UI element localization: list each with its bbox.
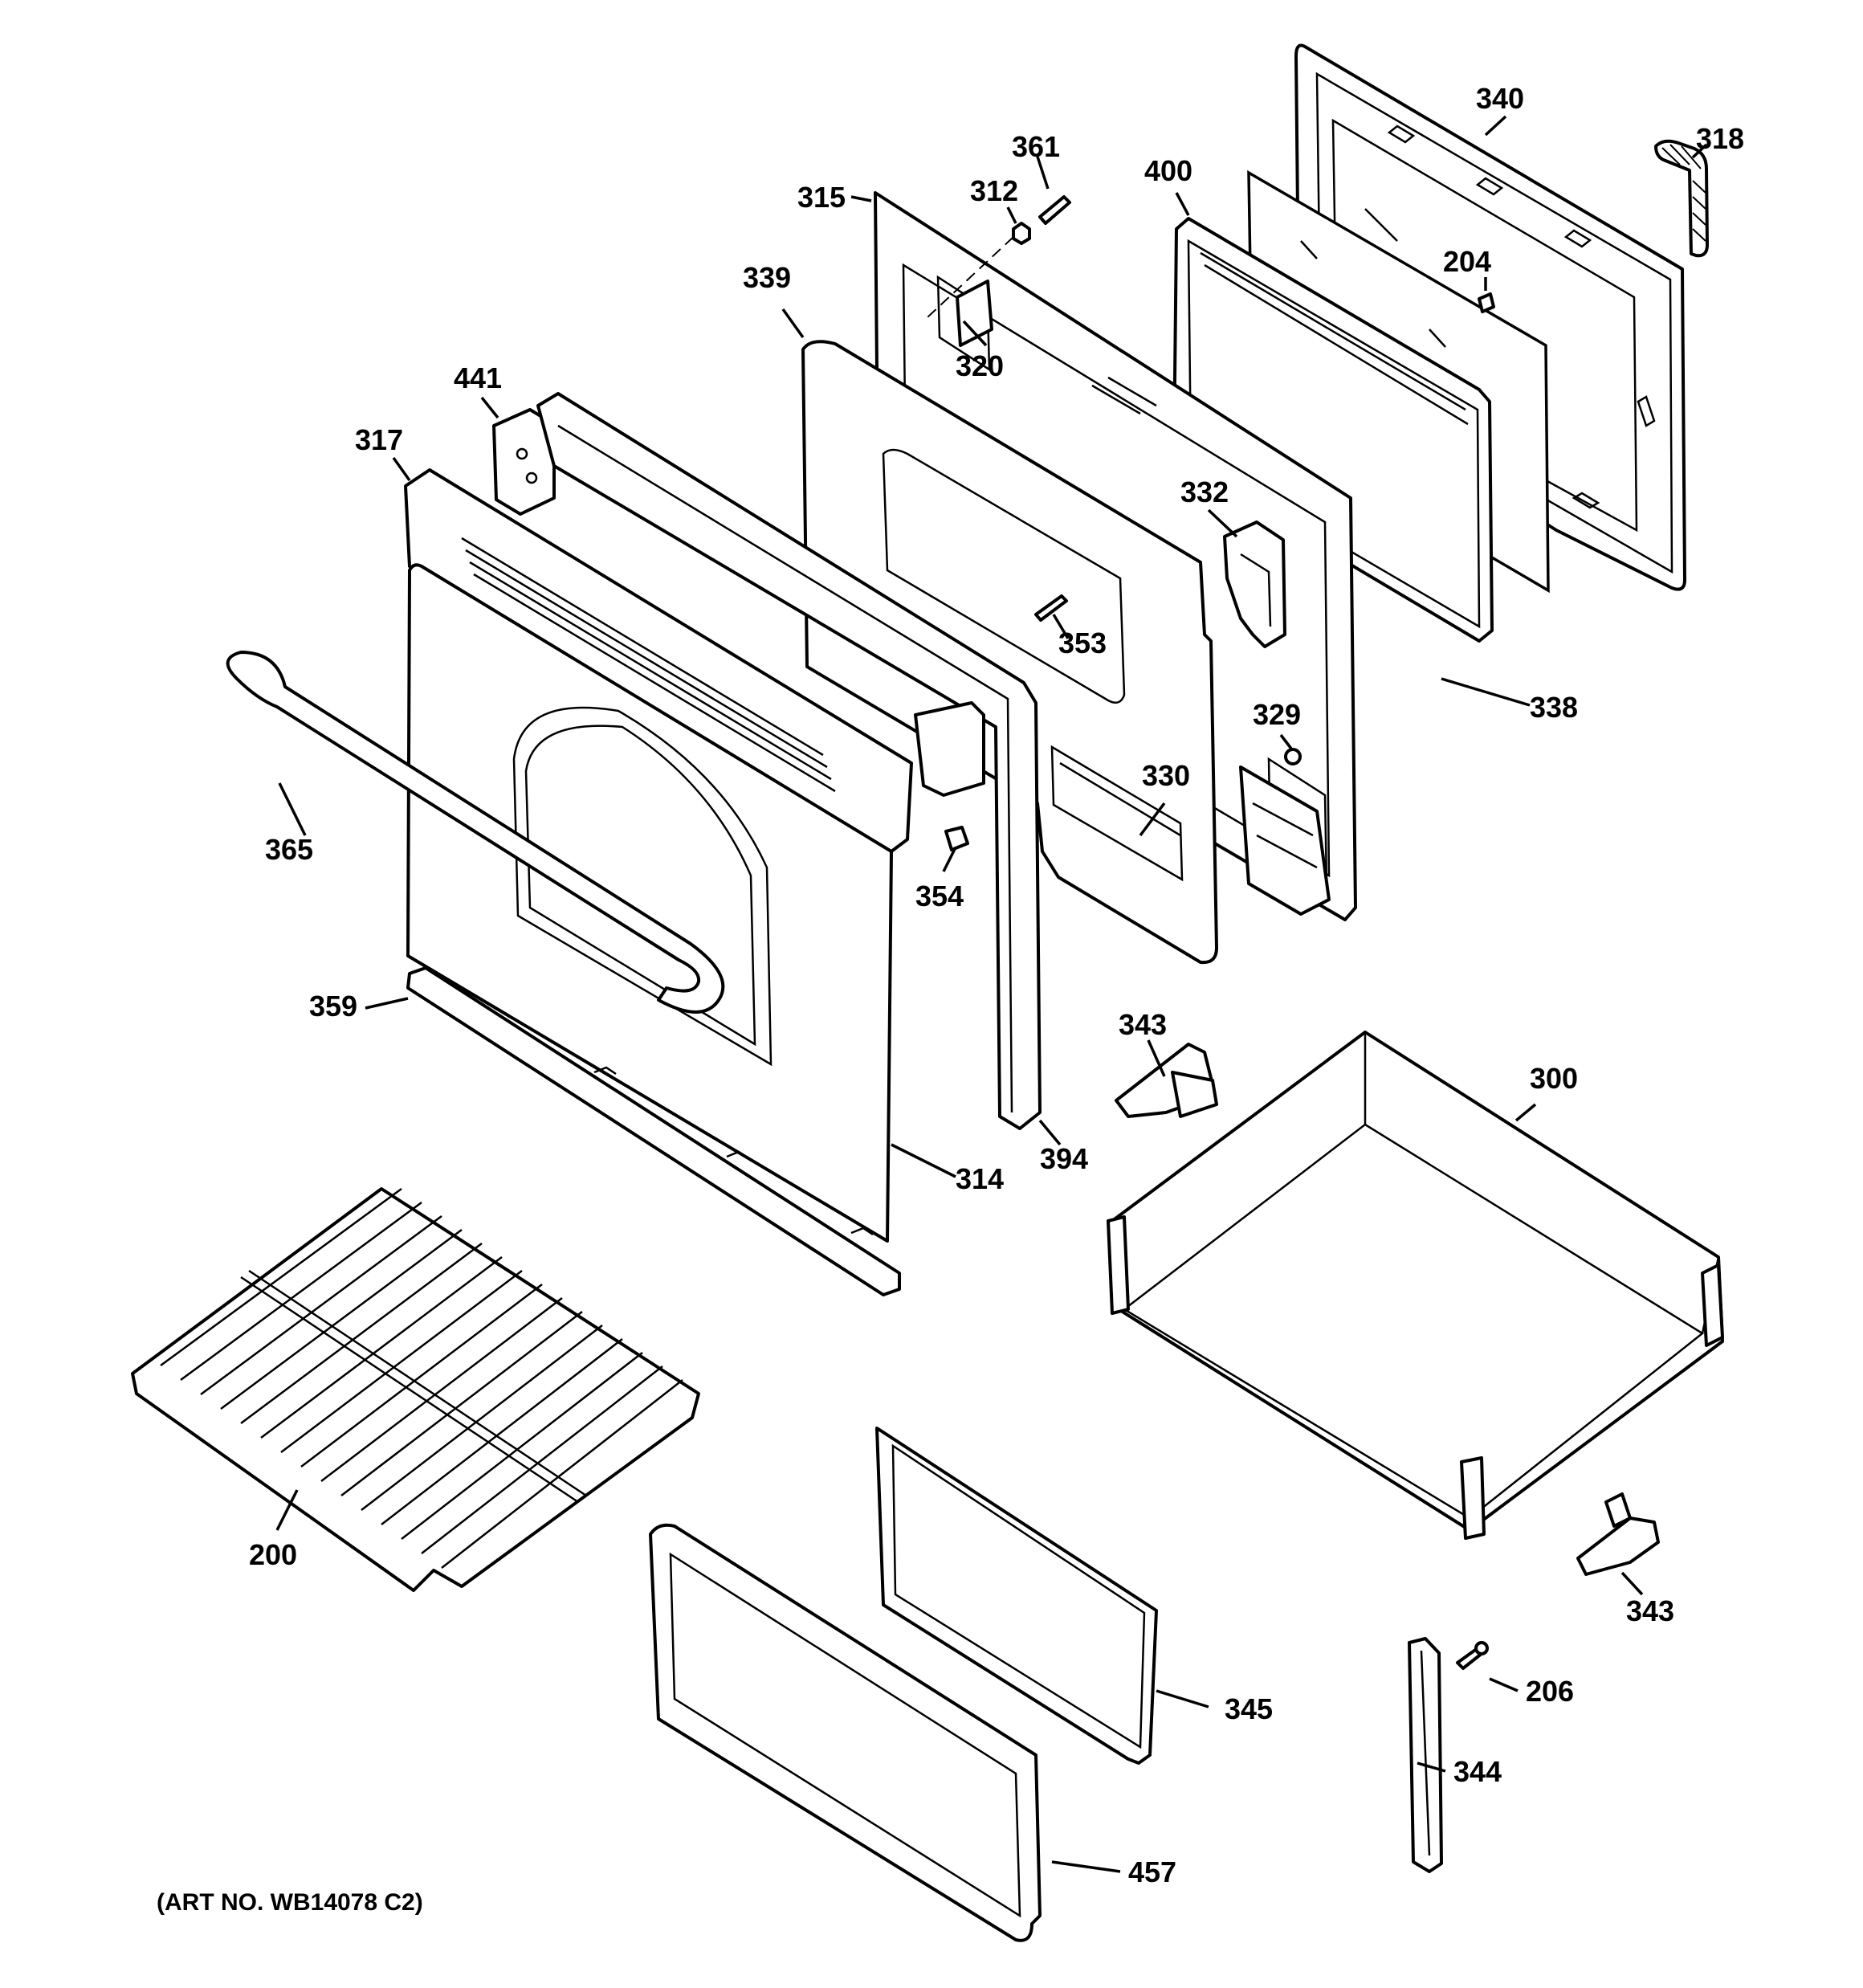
part-332-bracket	[1223, 520, 1286, 648]
part-457-drawer-front	[649, 1523, 1042, 1942]
label-344: 344	[1453, 1755, 1502, 1788]
part-339-door-panel	[801, 340, 1218, 965]
part-labels: 340 318 361 400 315 312 204 339 320 441 …	[157, 82, 1744, 1916]
label-353: 353	[1058, 627, 1107, 659]
label-332: 332	[1180, 476, 1229, 508]
part-441-hinge-bracket	[492, 408, 556, 516]
art-number: (ART NO. WB14078 C2)	[157, 1889, 423, 1916]
part-394-door-side-trim	[536, 392, 1042, 1130]
label-320: 320	[956, 349, 1004, 382]
label-354: 354	[915, 880, 964, 912]
part-344-slide-rail	[1408, 1637, 1443, 1873]
label-330: 330	[1142, 759, 1190, 792]
part-317-vent-trim	[404, 468, 913, 853]
label-457: 457	[1128, 1855, 1176, 1888]
label-318: 318	[1696, 122, 1744, 155]
label-361: 361	[1012, 130, 1060, 163]
label-300: 300	[1530, 1062, 1578, 1095]
label-314: 314	[956, 1162, 1004, 1195]
label-315: 315	[797, 181, 846, 214]
part-365-door-handle	[226, 651, 725, 1014]
part-345-drawer-inner-panel	[875, 1427, 1158, 1765]
part-329-lower-hinge	[1239, 765, 1331, 916]
label-340: 340	[1476, 82, 1524, 115]
label-345: 345	[1225, 1692, 1273, 1725]
part-318-gasket	[1654, 139, 1709, 258]
small-screws	[944, 292, 1495, 851]
label-400: 400	[1144, 154, 1192, 187]
label-200: 200	[249, 1538, 297, 1571]
label-343-lower: 343	[1626, 1594, 1674, 1627]
part-359-door-bottom-trim	[406, 966, 901, 1296]
label-339: 339	[743, 261, 791, 294]
label-441: 441	[454, 361, 502, 394]
label-338: 338	[1530, 691, 1578, 724]
label-317: 317	[355, 423, 403, 456]
label-343-upper: 343	[1119, 1008, 1167, 1041]
part-312-361-fasteners	[927, 195, 1071, 347]
label-329: 329	[1253, 698, 1301, 731]
part-206-screw	[1456, 1641, 1489, 1670]
label-204: 204	[1443, 245, 1491, 278]
leader-lines	[275, 115, 1708, 1873]
label-394: 394	[1040, 1142, 1088, 1175]
part-330-vent-panel	[1059, 761, 1181, 837]
part-343-drawer-slide-upper	[1115, 1043, 1218, 1118]
label-365: 365	[265, 833, 313, 866]
part-200-oven-rack	[131, 1187, 700, 1592]
label-312: 312	[970, 174, 1018, 207]
label-359: 359	[309, 990, 357, 1023]
part-300-drawer-box	[1107, 1031, 1724, 1540]
label-206: 206	[1526, 1675, 1574, 1708]
part-314-outer-door	[406, 563, 893, 1243]
part-343-drawer-slide-lower	[1576, 1492, 1660, 1576]
